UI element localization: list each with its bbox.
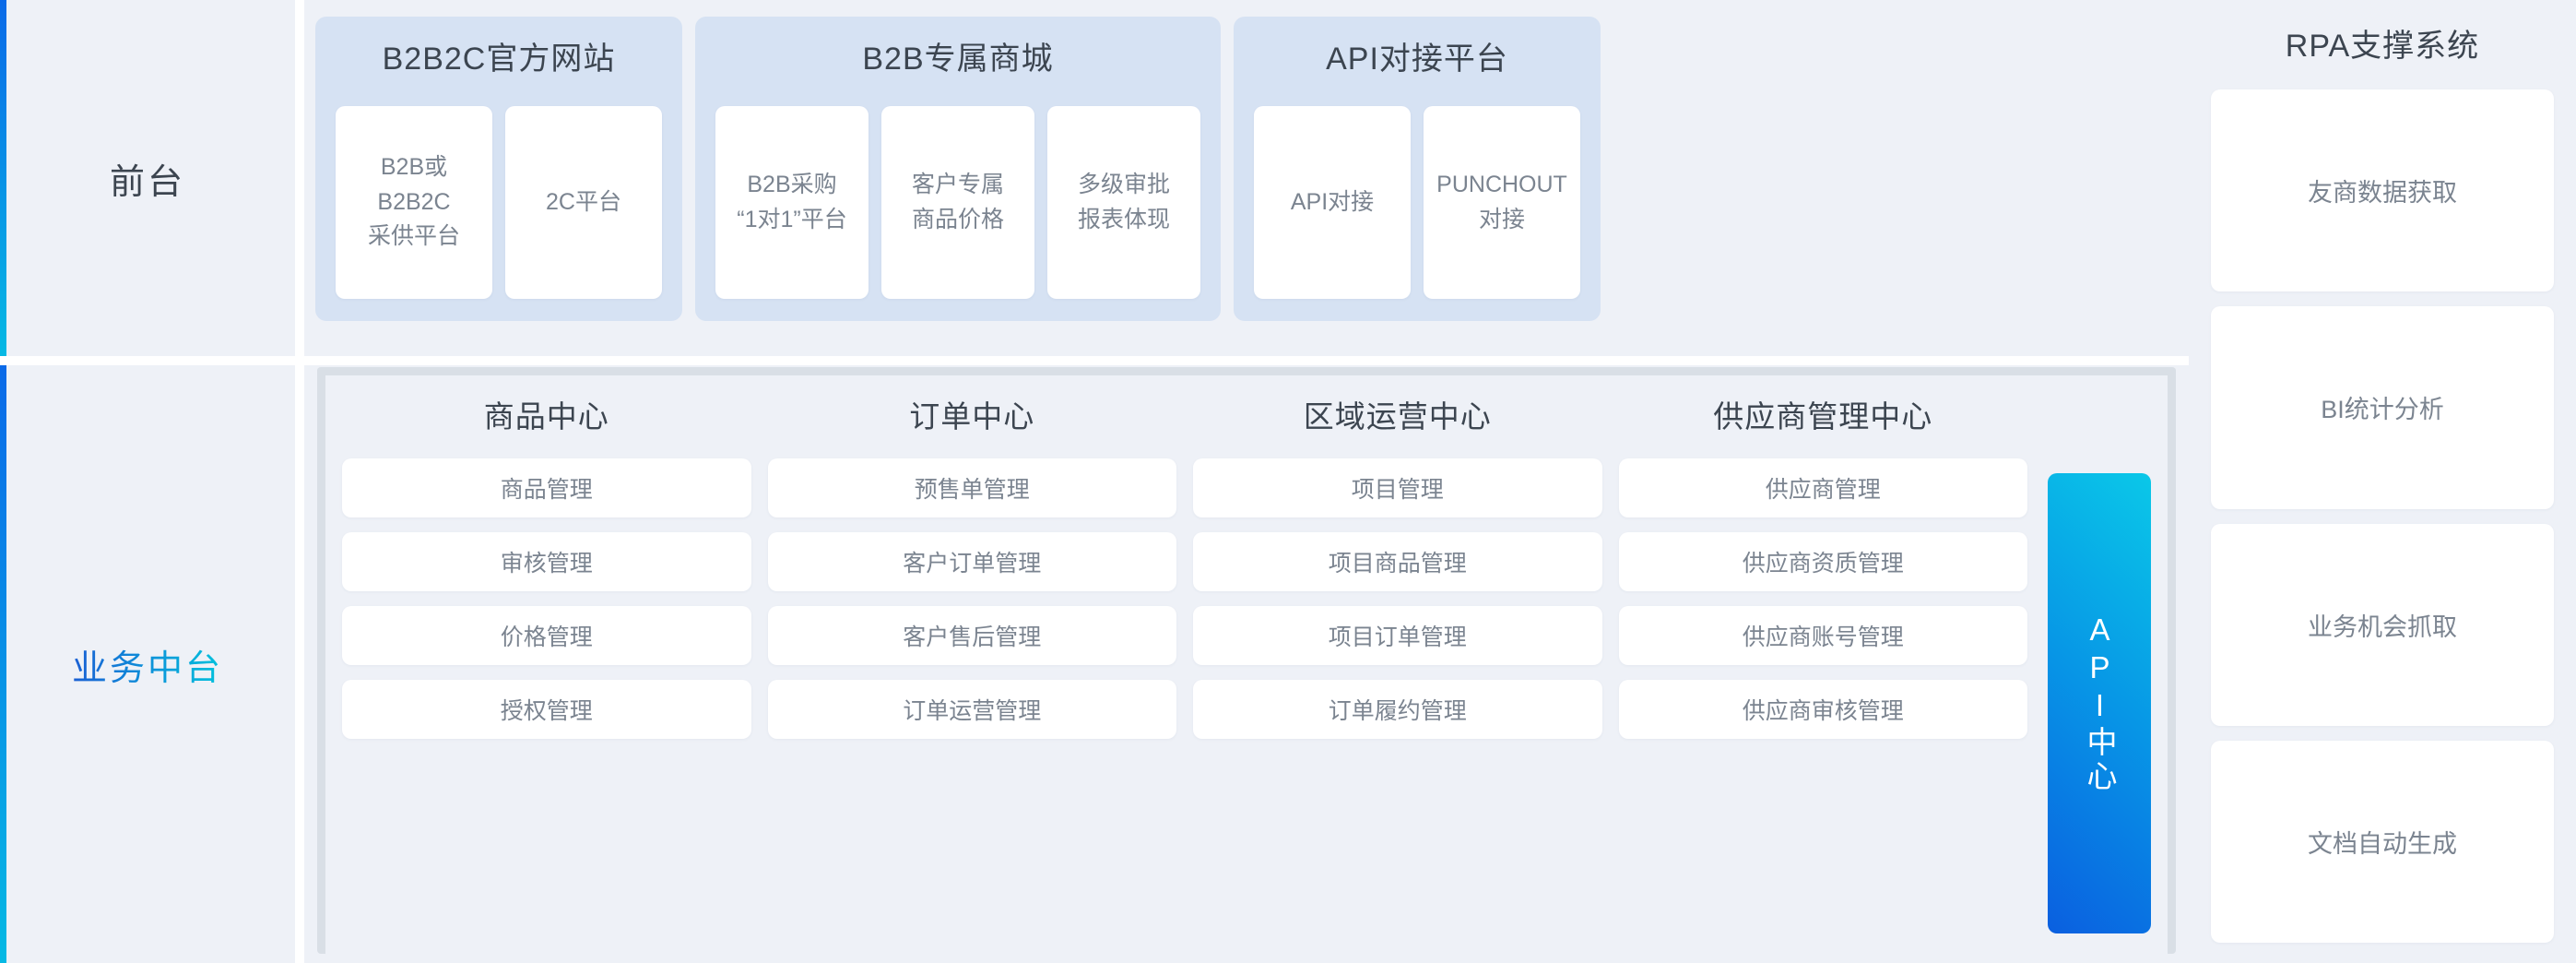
column-items-product-center: 商品管理 审核管理 价格管理 授权管理 — [342, 458, 751, 739]
mid-card-supplier-audit-management[interactable]: 供应商审核管理 — [1618, 680, 2027, 739]
rpa-card-business-opportunity-capture[interactable]: 业务机会抓取 — [2211, 523, 2554, 726]
leaf-card-multi-level-approval-report[interactable]: 多级审批报表体现 — [1047, 106, 1200, 299]
rail-business-middle-platform: 业务中台 — [0, 365, 295, 963]
leaf-card-api-integration[interactable]: API对接 — [1254, 106, 1411, 299]
group-title-api-integration-platform: API对接平台 — [1326, 42, 1508, 77]
group-title-b2b-exclusive-mall: B2B专属商城 — [862, 42, 1054, 77]
middle-column-product-center: 商品中心 商品管理 审核管理 价格管理 授权管理 — [342, 392, 751, 954]
rail-label-front-stage: 前台 — [109, 162, 185, 202]
leaf-card-b2b-procurement-one-to-one[interactable]: B2B采购“1对1”平台 — [715, 106, 869, 299]
group-items-b2b-exclusive-mall: B2B采购“1对1”平台 客户专属商品价格 多级审批报表体现 — [715, 106, 1200, 299]
rpa-support-system-title: RPA支撑系统 — [2285, 29, 2480, 64]
mid-card-authorization-management[interactable]: 授权管理 — [342, 680, 751, 739]
column-items-supplier-management-center: 供应商管理 供应商资质管理 供应商账号管理 供应商审核管理 — [1618, 458, 2027, 739]
column-title-order-center: 订单中心 — [909, 399, 1035, 434]
group-title-b2b2c-website: B2B2C官方网站 — [382, 42, 616, 77]
column-items-order-center: 预售单管理 客户订单管理 客户售后管理 订单运营管理 — [767, 458, 1176, 739]
rail-accent-bar-front — [0, 0, 6, 356]
rpa-support-system-items: 友商数据获取 BI统计分析 业务机会抓取 文档自动生成 — [2211, 89, 2554, 943]
api-center-label: API中心 — [2083, 612, 2117, 794]
middle-column-regional-operation-center: 区域运营中心 项目管理 项目商品管理 项目订单管理 订单履约管理 — [1193, 392, 1602, 954]
column-title-regional-operation-center: 区域运营中心 — [1303, 399, 1492, 434]
business-middle-platform-frame: 商品中心 商品管理 审核管理 价格管理 授权管理 订单中心 预售单管理 客户订单… — [317, 367, 2176, 954]
mid-card-customer-aftersales-management[interactable]: 客户售后管理 — [767, 606, 1176, 665]
rail-accent-bar-middle — [0, 365, 6, 963]
middle-column-order-center: 订单中心 预售单管理 客户订单管理 客户售后管理 订单运营管理 — [767, 392, 1176, 954]
leaf-card-customer-exclusive-price[interactable]: 客户专属商品价格 — [881, 106, 1034, 299]
api-center-bar[interactable]: API中心 — [2048, 473, 2151, 933]
rpa-card-competitor-data-acquisition[interactable]: 友商数据获取 — [2211, 89, 2554, 292]
mid-card-project-product-management[interactable]: 项目商品管理 — [1193, 532, 1602, 591]
column-items-regional-operation-center: 项目管理 项目商品管理 项目订单管理 订单履约管理 — [1193, 458, 1602, 739]
mid-card-order-operation-management[interactable]: 订单运营管理 — [767, 680, 1176, 739]
column-title-supplier-management-center: 供应商管理中心 — [1713, 399, 1933, 434]
leaf-card-2c-platform[interactable]: 2C平台 — [505, 106, 662, 299]
mid-card-supplier-qualification-management[interactable]: 供应商资质管理 — [1618, 532, 2027, 591]
rpa-card-bi-statistical-analysis[interactable]: BI统计分析 — [2211, 306, 2554, 509]
mid-card-audit-management[interactable]: 审核管理 — [342, 532, 751, 591]
mid-card-supplier-account-management[interactable]: 供应商账号管理 — [1618, 606, 2027, 665]
rail-front-stage: 前台 — [0, 0, 295, 356]
mid-card-price-management[interactable]: 价格管理 — [342, 606, 751, 665]
middle-column-supplier-management-center: 供应商管理中心 供应商管理 供应商资质管理 供应商账号管理 供应商审核管理 — [1618, 392, 2027, 954]
mid-card-presale-order-management[interactable]: 预售单管理 — [767, 458, 1176, 517]
mid-card-product-management[interactable]: 商品管理 — [342, 458, 751, 517]
mid-card-order-fulfillment-management[interactable]: 订单履约管理 — [1193, 680, 1602, 739]
group-card-b2b-exclusive-mall: B2B专属商城 B2B采购“1对1”平台 客户专属商品价格 多级审批报表体现 — [695, 17, 1221, 321]
rail-label-business-middle-platform: 业务中台 — [72, 639, 223, 690]
mid-card-project-management[interactable]: 项目管理 — [1193, 458, 1602, 517]
mid-card-project-order-management[interactable]: 项目订单管理 — [1193, 606, 1602, 665]
mid-card-supplier-management[interactable]: 供应商管理 — [1618, 458, 2027, 517]
rpa-support-system-column: RPA支撑系统 友商数据获取 BI统计分析 业务机会抓取 文档自动生成 — [2189, 0, 2576, 963]
column-title-product-center: 商品中心 — [483, 399, 609, 434]
mid-card-customer-order-management[interactable]: 客户订单管理 — [767, 532, 1176, 591]
rpa-card-automatic-document-generation[interactable]: 文档自动生成 — [2211, 740, 2554, 943]
middle-platform-columns: 商品中心 商品管理 审核管理 价格管理 授权管理 订单中心 预售单管理 客户订单… — [342, 392, 2027, 954]
business-middle-platform-section: 商品中心 商品管理 审核管理 价格管理 授权管理 订单中心 预售单管理 客户订单… — [304, 365, 2189, 963]
